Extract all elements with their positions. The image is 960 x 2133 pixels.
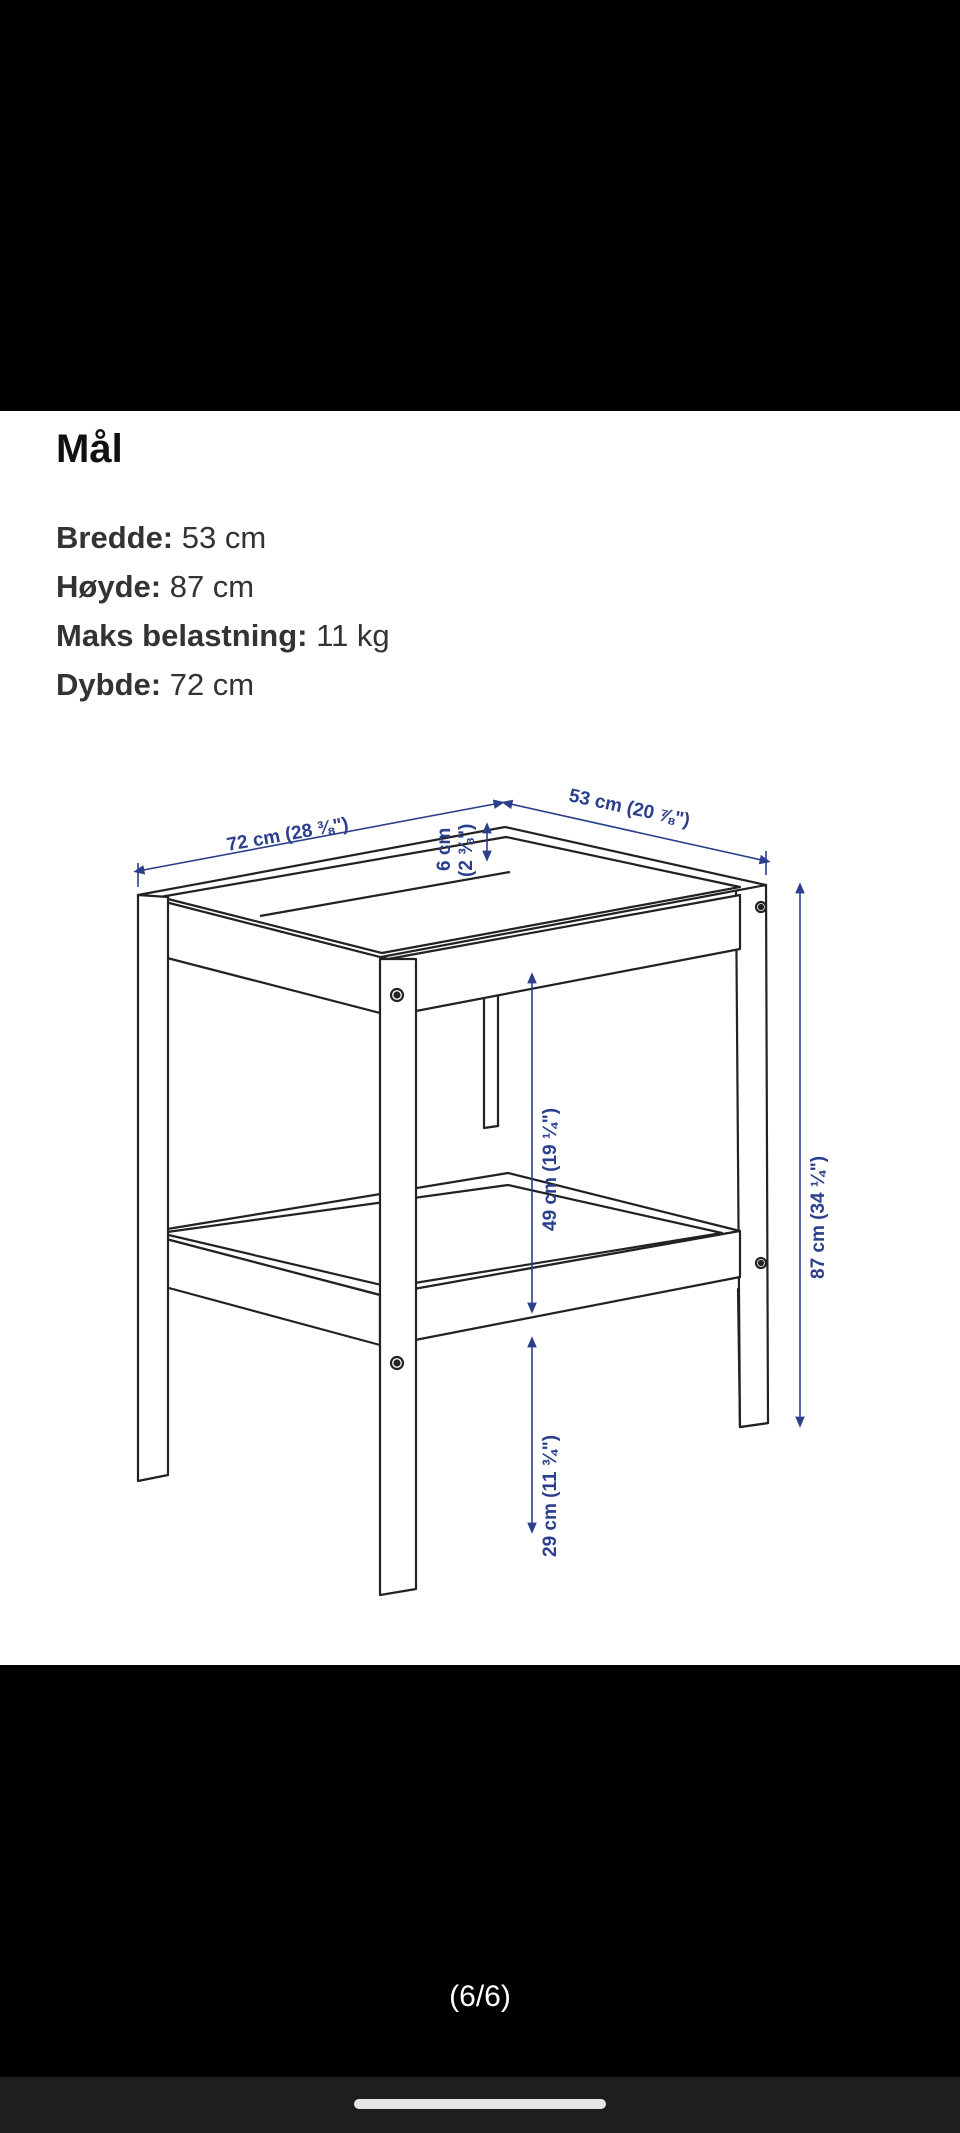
spec-value: 11 kg: [316, 618, 390, 653]
image-viewer-top-area: [0, 0, 960, 411]
spec-item: Høyde: 87 cm: [56, 562, 390, 611]
total-height-label: 87 cm (34 ¼"): [808, 1156, 829, 1279]
spec-label: Bredde:: [56, 520, 174, 555]
bottom-height-label: 29 cm (11 ¾"): [540, 1435, 561, 1557]
section-title: Mål: [56, 427, 123, 471]
spec-label: Dybde:: [56, 667, 162, 702]
depth-label: 72 cm (28 ⅜"): [225, 814, 350, 856]
spec-item: Dybde: 72 cm: [56, 660, 390, 709]
rim-label-cm: 6 cm: [434, 828, 455, 871]
dimensions-card: Mål Bredde: 53 cm Høyde: 87 cm Maks bela…: [0, 411, 960, 1665]
image-viewer-bottom-area: [0, 1665, 960, 2077]
spec-label: Maks belastning:: [56, 618, 308, 653]
home-gesture-handle[interactable]: [354, 2099, 606, 2109]
depth-dimension-line: [133, 799, 505, 875]
shelf-gap-label: 49 cm (19 ¼"): [540, 1108, 561, 1231]
spec-value: 53 cm: [181, 520, 267, 555]
spec-value: 87 cm: [169, 569, 255, 604]
width-label: 53 cm (20 ⅞"): [567, 785, 692, 831]
system-navigation-bar: [0, 2077, 960, 2133]
spec-list: Bredde: 53 cm Høyde: 87 cm Maks belastni…: [56, 513, 390, 709]
width-dimension-line: [501, 799, 771, 865]
spec-item: Maks belastning: 11 kg: [56, 611, 390, 660]
spec-label: Høyde:: [56, 569, 162, 604]
dimension-drawing: 72 cm (28 ⅜") 53 cm (20 ⅞") 6 cm (2 ⅜") …: [133, 785, 829, 1597]
gallery-counter: (6/6): [449, 1980, 511, 2013]
rim-label-in: (2 ⅜"): [456, 824, 477, 877]
dimension-lines: [133, 799, 805, 1534]
changing-table-illustration: [136, 825, 770, 1597]
spec-item: Bredde: 53 cm: [56, 513, 390, 562]
spec-value: 72 cm: [169, 667, 255, 702]
